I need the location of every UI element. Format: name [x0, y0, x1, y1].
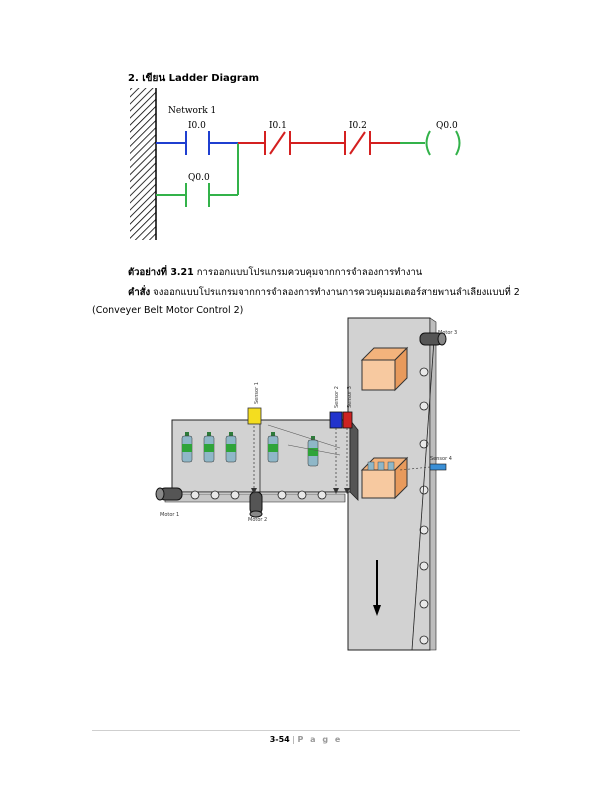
network-label: Network 1 — [168, 106, 216, 116]
power-rail-hatch — [130, 88, 156, 240]
box-top — [360, 346, 409, 392]
direction-arrow — [373, 560, 381, 616]
page-word: P a g e — [297, 735, 343, 744]
contact-i0-2-label: I0.2 — [349, 121, 367, 131]
coil-q0-0: Q0.0 — [400, 121, 461, 156]
contact-i0-1-label: I0.1 — [269, 121, 287, 131]
motor-3 — [419, 332, 447, 346]
motor-3-label: Motor 3 — [438, 330, 457, 336]
sensor-2 — [329, 411, 343, 494]
sensor-4-label: Sensor 4 — [430, 456, 452, 462]
ladder-diagram: Network 1 I0.0 Q0.0 I0.1 I0.2 — [130, 88, 461, 240]
box-filling — [360, 456, 409, 500]
bottles — [181, 432, 319, 467]
sensor-3 — [342, 411, 353, 494]
sensor-4 — [399, 463, 447, 471]
sensor-2-label: Sensor 2 — [334, 386, 340, 408]
footer-rule — [92, 730, 520, 731]
motor-2 — [249, 491, 263, 518]
contact-i0-0: I0.0 — [156, 121, 238, 155]
horizontal-conveyor-rollers — [190, 490, 327, 500]
example-prefix: ตัวอย่างที่ 3.21 — [128, 267, 194, 278]
vertical-conveyor-rollers — [419, 367, 429, 645]
command-prefix: คำสั่ง — [128, 287, 151, 298]
contact-i0-1: I0.1 — [238, 121, 345, 155]
contact-q0-0-label: Q0.0 — [188, 173, 210, 183]
contact-i0-2: I0.2 — [344, 121, 400, 155]
footer-separator: | — [292, 735, 295, 744]
section-heading: 2. เขียน Ladder Diagram — [128, 73, 260, 84]
contact-q0-0-latch: Q0.0 — [156, 143, 239, 207]
contact-i0-0-label: I0.0 — [188, 121, 206, 131]
example-heading: ตัวอย่างที่ 3.21 การออกแบบโปรแกรมควบคุมจ… — [128, 265, 422, 280]
example-command: คำสั่ง จงออกแบบโปรแกรมจากการจำลองการทำงา… — [128, 285, 520, 300]
example-subtitle: (Conveyer Belt Motor Control 2) — [92, 305, 244, 316]
conveyor-illustration: Motor 3 Motor 1 Motor 2 — [155, 317, 457, 651]
motor-2-label: Motor 2 — [248, 517, 267, 523]
sensor-1-label: Sensor 1 — [254, 382, 260, 404]
example-title: การออกแบบโปรแกรมควบคุมจากการจำลองการทำงา… — [196, 267, 423, 278]
motor-1-label: Motor 1 — [160, 512, 179, 518]
page-footer: 3-54 | P a g e — [0, 735, 612, 744]
sensor-1 — [247, 407, 262, 494]
page-number: 3-54 — [269, 735, 290, 744]
sensor-3-label: Sensor 3 — [347, 386, 353, 408]
coil-q0-0-label: Q0.0 — [436, 121, 458, 131]
motor-1 — [155, 487, 183, 501]
command-text: จงออกแบบโปรแกรมจากการจำลองการทำงานการควบ… — [153, 287, 520, 298]
